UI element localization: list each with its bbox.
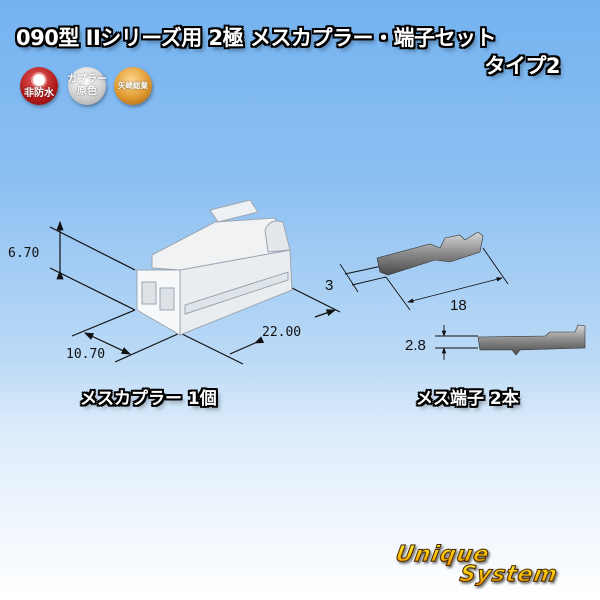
product-title-line2: タイプ2 — [484, 54, 560, 78]
badge-label: 矢崎総業 — [118, 81, 148, 90]
coupler-color-badge: カプラー 原色 — [67, 67, 107, 105]
coupler-caption: メスカプラー 1個 — [80, 389, 217, 409]
coupler-diagram: 6.70 10.70 22.00 — [8, 199, 340, 365]
badge-label-line2: 原色 — [77, 86, 97, 97]
logo-word-system: System — [457, 562, 560, 588]
terminal-caption: メス端子 2本 — [416, 389, 519, 409]
badge-label-line1: カプラー — [67, 74, 107, 85]
badge-label: 非防水 — [24, 88, 54, 99]
product-title-line1: 090型 IIシリーズ用 2極 メスカプラー・端子セット — [16, 26, 496, 50]
manufacturer-badge: 矢崎総業 — [114, 67, 152, 105]
coupler-length-dim: 22.00 — [262, 325, 301, 340]
terminal-width-dim: 3 — [325, 277, 333, 294]
sun-icon — [33, 74, 45, 86]
terminal-length-dim: 18 — [450, 297, 467, 314]
terminal-thickness-dim: 2.8 — [405, 337, 426, 354]
coupler-height-dim: 6.70 — [8, 246, 39, 261]
non-waterproof-badge: 非防水 — [20, 67, 58, 105]
unique-system-logo: Unique System — [390, 542, 600, 592]
terminal-diagram: 3 18 2.8 — [325, 231, 586, 360]
coupler-width-dim: 10.70 — [66, 347, 105, 362]
